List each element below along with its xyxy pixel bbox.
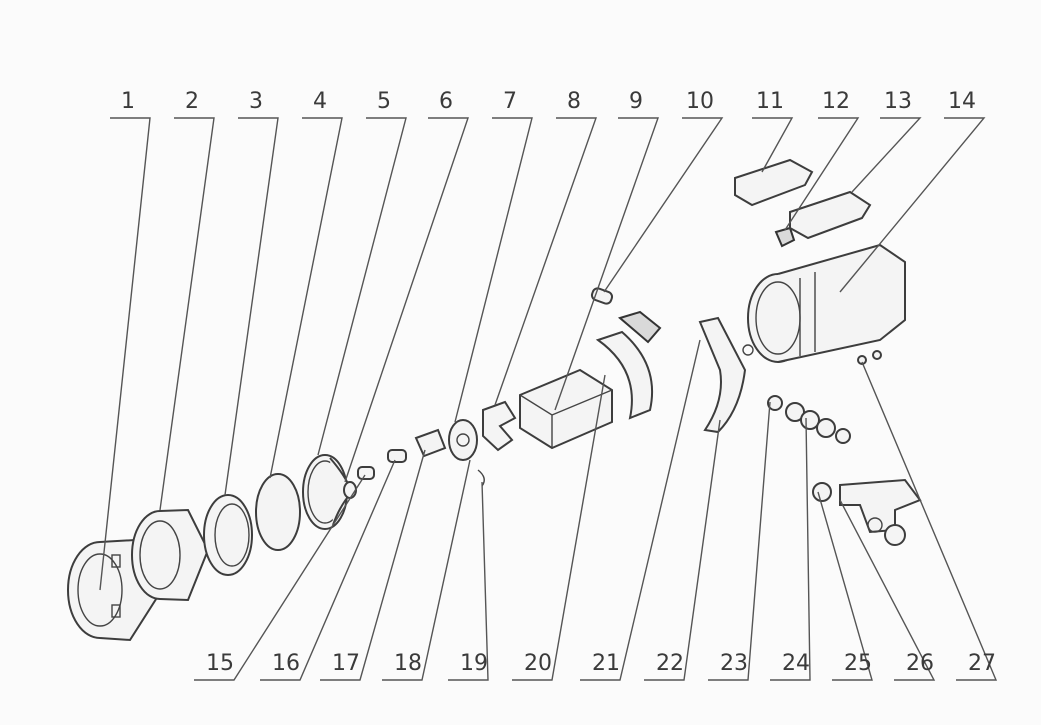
leader-line-top-13 [839,117,986,293]
part-11-switch-cover [734,158,814,207]
part-26-small-ring [857,355,867,365]
leader-line-bottom-2 [320,449,426,681]
leader-lines-top [99,117,986,591]
leader-line-bottom-9 [770,417,811,681]
part-label-14: 14 [948,89,976,114]
part-13-switch-slider [789,190,872,240]
part-label-13: 13 [884,89,912,114]
leader-line-top-5 [344,117,469,483]
part-8-connector [482,400,517,452]
leader-line-top-2 [224,117,279,496]
leader-line-top-6 [454,117,533,423]
part-22-o-ring [767,395,783,411]
part-label-4: 4 [313,89,327,114]
part-7-socket [414,428,447,458]
part-3-ring [203,494,253,576]
part-label-6: 6 [439,89,453,114]
part-12-screw [774,226,796,248]
part-2-ring [131,508,210,602]
leader-line-top-9 [603,117,724,293]
part-label-5: 5 [377,89,391,114]
part-label-27: 27 [968,651,996,676]
part-19-contact-plate [595,310,662,420]
part-10-pin [590,287,614,305]
leader-line-bottom-8 [708,401,771,681]
leader-line-bottom-10 [817,491,873,681]
part-label-26: 26 [906,651,934,676]
leader-line-top-1 [159,117,215,511]
part-label-16: 16 [272,651,300,676]
part-label-8: 8 [567,89,581,114]
leader-line-bottom-0 [194,474,366,681]
part-label-1: 1 [121,89,135,114]
part-27-small-screw [872,350,882,360]
leader-line-top-10 [752,117,794,173]
part-label-23: 23 [720,651,748,676]
leader-line-top-4 [317,117,407,456]
leader-line-bottom-6 [580,339,701,681]
part-labels-bottom: 15 16 17 18 19 20 21 22 23 24 25 26 27 [206,651,996,676]
leader-line-bottom-5 [512,374,606,681]
part-23-ring-set [785,402,851,444]
part-label-19: 19 [460,651,488,676]
part-9-battery-block [519,368,613,450]
part-label-25: 25 [844,651,872,676]
leader-line-top-8 [554,117,659,411]
part-4-lens [255,473,301,551]
part-label-18: 18 [394,651,422,676]
part-label-24: 24 [782,651,810,676]
part-label-17: 17 [332,651,360,676]
part-label-21: 21 [592,651,620,676]
leader-line-top-0 [99,117,151,591]
leader-line-bottom-1 [260,459,396,681]
part-20-spring-plate [698,316,754,434]
leader-line-bottom-11 [839,499,936,681]
leader-line-bottom-3 [382,459,471,681]
part-15-bulb [357,466,375,480]
part-25-bracket [839,478,922,546]
leader-line-top-7 [494,117,597,406]
part-18-clip [477,469,485,487]
leader-line-bottom-7 [644,419,721,681]
part-label-20: 20 [524,651,552,676]
leader-line-bottom-12 [861,361,998,681]
part-label-11: 11 [756,89,784,114]
part-label-2: 2 [185,89,199,114]
leader-line-top-11 [784,117,860,231]
part-label-3: 3 [249,89,263,114]
part-16-small-part [387,449,407,463]
leader-lines-bottom [194,339,998,681]
part-label-9: 9 [629,89,643,114]
part-label-10: 10 [686,89,714,114]
part-24-washer [812,482,832,502]
part-label-15: 15 [206,651,234,676]
part-17-holder [448,419,478,461]
part-label-22: 22 [656,651,684,676]
leader-line-top-12 [851,117,922,193]
leader-line-bottom-4 [448,481,489,681]
part-14-housing [747,243,906,363]
part-label-12: 12 [822,89,850,114]
leader-line-top-3 [269,117,343,479]
part-label-7: 7 [503,89,517,114]
